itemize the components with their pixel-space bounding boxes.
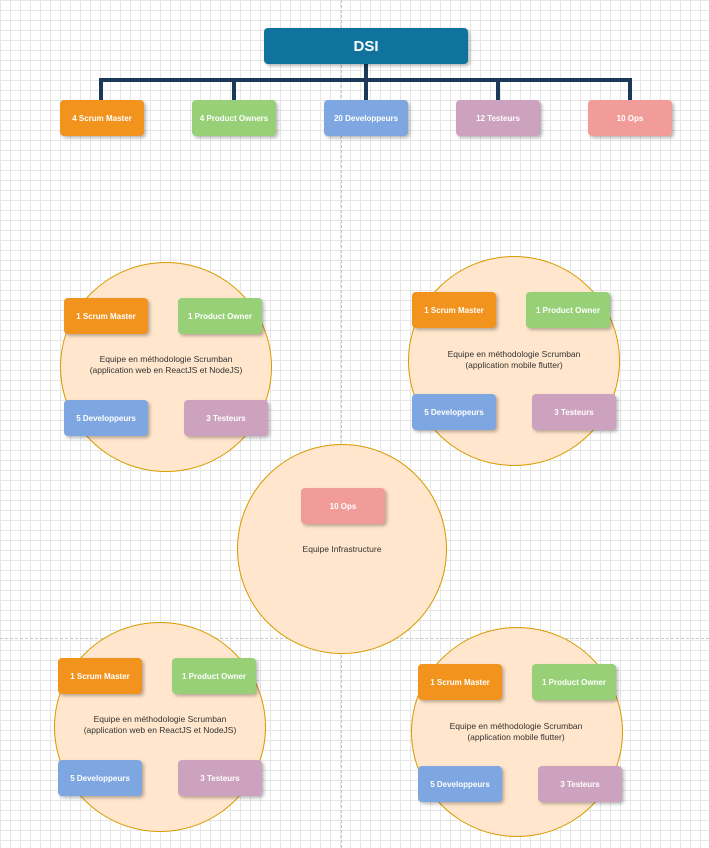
team-2-testeurs-box[interactable]: 3 Testeurs (532, 394, 616, 430)
team-3-label-line2: (application web en ReactJS et NodeJS) (83, 725, 237, 735)
org-testeurs-box[interactable]: 12 Testeurs (456, 100, 540, 136)
team-4-developpeurs-box[interactable]: 5 Developpeurs (418, 766, 502, 802)
team-1-scrum-master-label: 1 Scrum Master (76, 311, 136, 321)
team-2-product-owner-label: 1 Product Owner (535, 305, 600, 315)
team-3-scrum-master-box[interactable]: 1 Scrum Master (58, 658, 142, 694)
team-2-developpeurs-box[interactable]: 5 Developpeurs (412, 394, 496, 430)
org-testeurs-label: 12 Testeurs (476, 113, 520, 123)
team-1-developpeurs-box[interactable]: 5 Developpeurs (64, 400, 148, 436)
team-1-label: Equipe en méthodologie Scrumban (applica… (90, 354, 243, 376)
team-2-developpeurs-label: 5 Developpeurs (424, 407, 484, 417)
team-4-testeurs-label: 3 Testeurs (560, 779, 600, 789)
org-product-owners-box[interactable]: 4 Product Owners (192, 100, 276, 136)
team-1-product-owner-box[interactable]: 1 Product Owner (178, 298, 262, 334)
team-1-label-line1: Equipe en méthodologie Scrumban (99, 354, 233, 364)
org-product-owners-label: 4 Product Owners (199, 113, 269, 123)
team-3-product-owner-label: 1 Product Owner (181, 671, 246, 681)
team-1-scrum-master-box[interactable]: 1 Scrum Master (64, 298, 148, 334)
team-2-label: Equipe en méthodologie Scrumban (applica… (448, 349, 581, 371)
team-4-testeurs-box[interactable]: 3 Testeurs (538, 766, 622, 802)
team-3-testeurs-box[interactable]: 3 Testeurs (178, 760, 262, 796)
team-3-label-line1: Equipe en méthodologie Scrumban (93, 714, 227, 724)
team-2-testeurs-label: 3 Testeurs (554, 407, 594, 417)
team-3-testeurs-label: 3 Testeurs (200, 773, 240, 783)
team-1-testeurs-label: 3 Testeurs (206, 413, 246, 423)
team-1-label-line2: (application web en ReactJS et NodeJS) (89, 365, 243, 375)
team-circle-1[interactable] (60, 262, 272, 472)
team-4-developpeurs-label: 5 Developpeurs (430, 779, 490, 789)
org-scrum-master-box[interactable]: 4 Scrum Master (60, 100, 144, 136)
team-1-testeurs-box[interactable]: 3 Testeurs (184, 400, 268, 436)
org-developpeurs-label: 20 Developpeurs (333, 113, 399, 123)
team-4-scrum-master-box[interactable]: 1 Scrum Master (418, 664, 502, 700)
team-2-scrum-master-label: 1 Scrum Master (424, 305, 484, 315)
org-scrum-master-label: 4 Scrum Master (72, 113, 132, 123)
team-circle-3[interactable] (54, 622, 266, 832)
team-4-product-owner-label: 1 Product Owner (541, 677, 606, 687)
dsi-box[interactable]: DSI (264, 28, 468, 64)
team-3-label: Equipe en méthodologie Scrumban (applica… (84, 714, 237, 736)
dsi-label: DSI (353, 37, 379, 55)
team-3-developpeurs-box[interactable]: 5 Developpeurs (58, 760, 142, 796)
infra-ops-label: 10 Ops (329, 501, 357, 511)
team-2-label-line2: (application mobile flutter) (465, 360, 563, 370)
team-4-label: Equipe en méthodologie Scrumban (applica… (450, 721, 583, 743)
infra-team-label-text: Equipe Infrastructure (302, 544, 382, 554)
team-3-product-owner-box[interactable]: 1 Product Owner (172, 658, 256, 694)
team-circle-2[interactable] (408, 256, 620, 466)
page-guide-vertical (341, 0, 342, 848)
org-ops-box[interactable]: 10 Ops (588, 100, 672, 136)
team-3-developpeurs-label: 5 Developpeurs (70, 773, 130, 783)
infra-ops-box[interactable]: 10 Ops (301, 488, 385, 524)
infra-team-circle[interactable] (237, 444, 447, 654)
team-1-product-owner-label: 1 Product Owner (187, 311, 252, 321)
org-ops-label: 10 Ops (616, 113, 644, 123)
team-2-label-line1: Equipe en méthodologie Scrumban (447, 349, 581, 359)
org-developpeurs-box[interactable]: 20 Developpeurs (324, 100, 408, 136)
team-4-label-line2: (application mobile flutter) (467, 732, 565, 742)
team-2-product-owner-box[interactable]: 1 Product Owner (526, 292, 610, 328)
team-1-developpeurs-label: 5 Developpeurs (76, 413, 136, 423)
infra-team-label: Equipe Infrastructure (303, 544, 382, 555)
team-3-scrum-master-label: 1 Scrum Master (70, 671, 130, 681)
team-4-product-owner-box[interactable]: 1 Product Owner (532, 664, 616, 700)
team-circle-4[interactable] (411, 627, 623, 837)
team-4-label-line1: Equipe en méthodologie Scrumban (449, 721, 583, 731)
team-4-scrum-master-label: 1 Scrum Master (430, 677, 490, 687)
team-2-scrum-master-box[interactable]: 1 Scrum Master (412, 292, 496, 328)
